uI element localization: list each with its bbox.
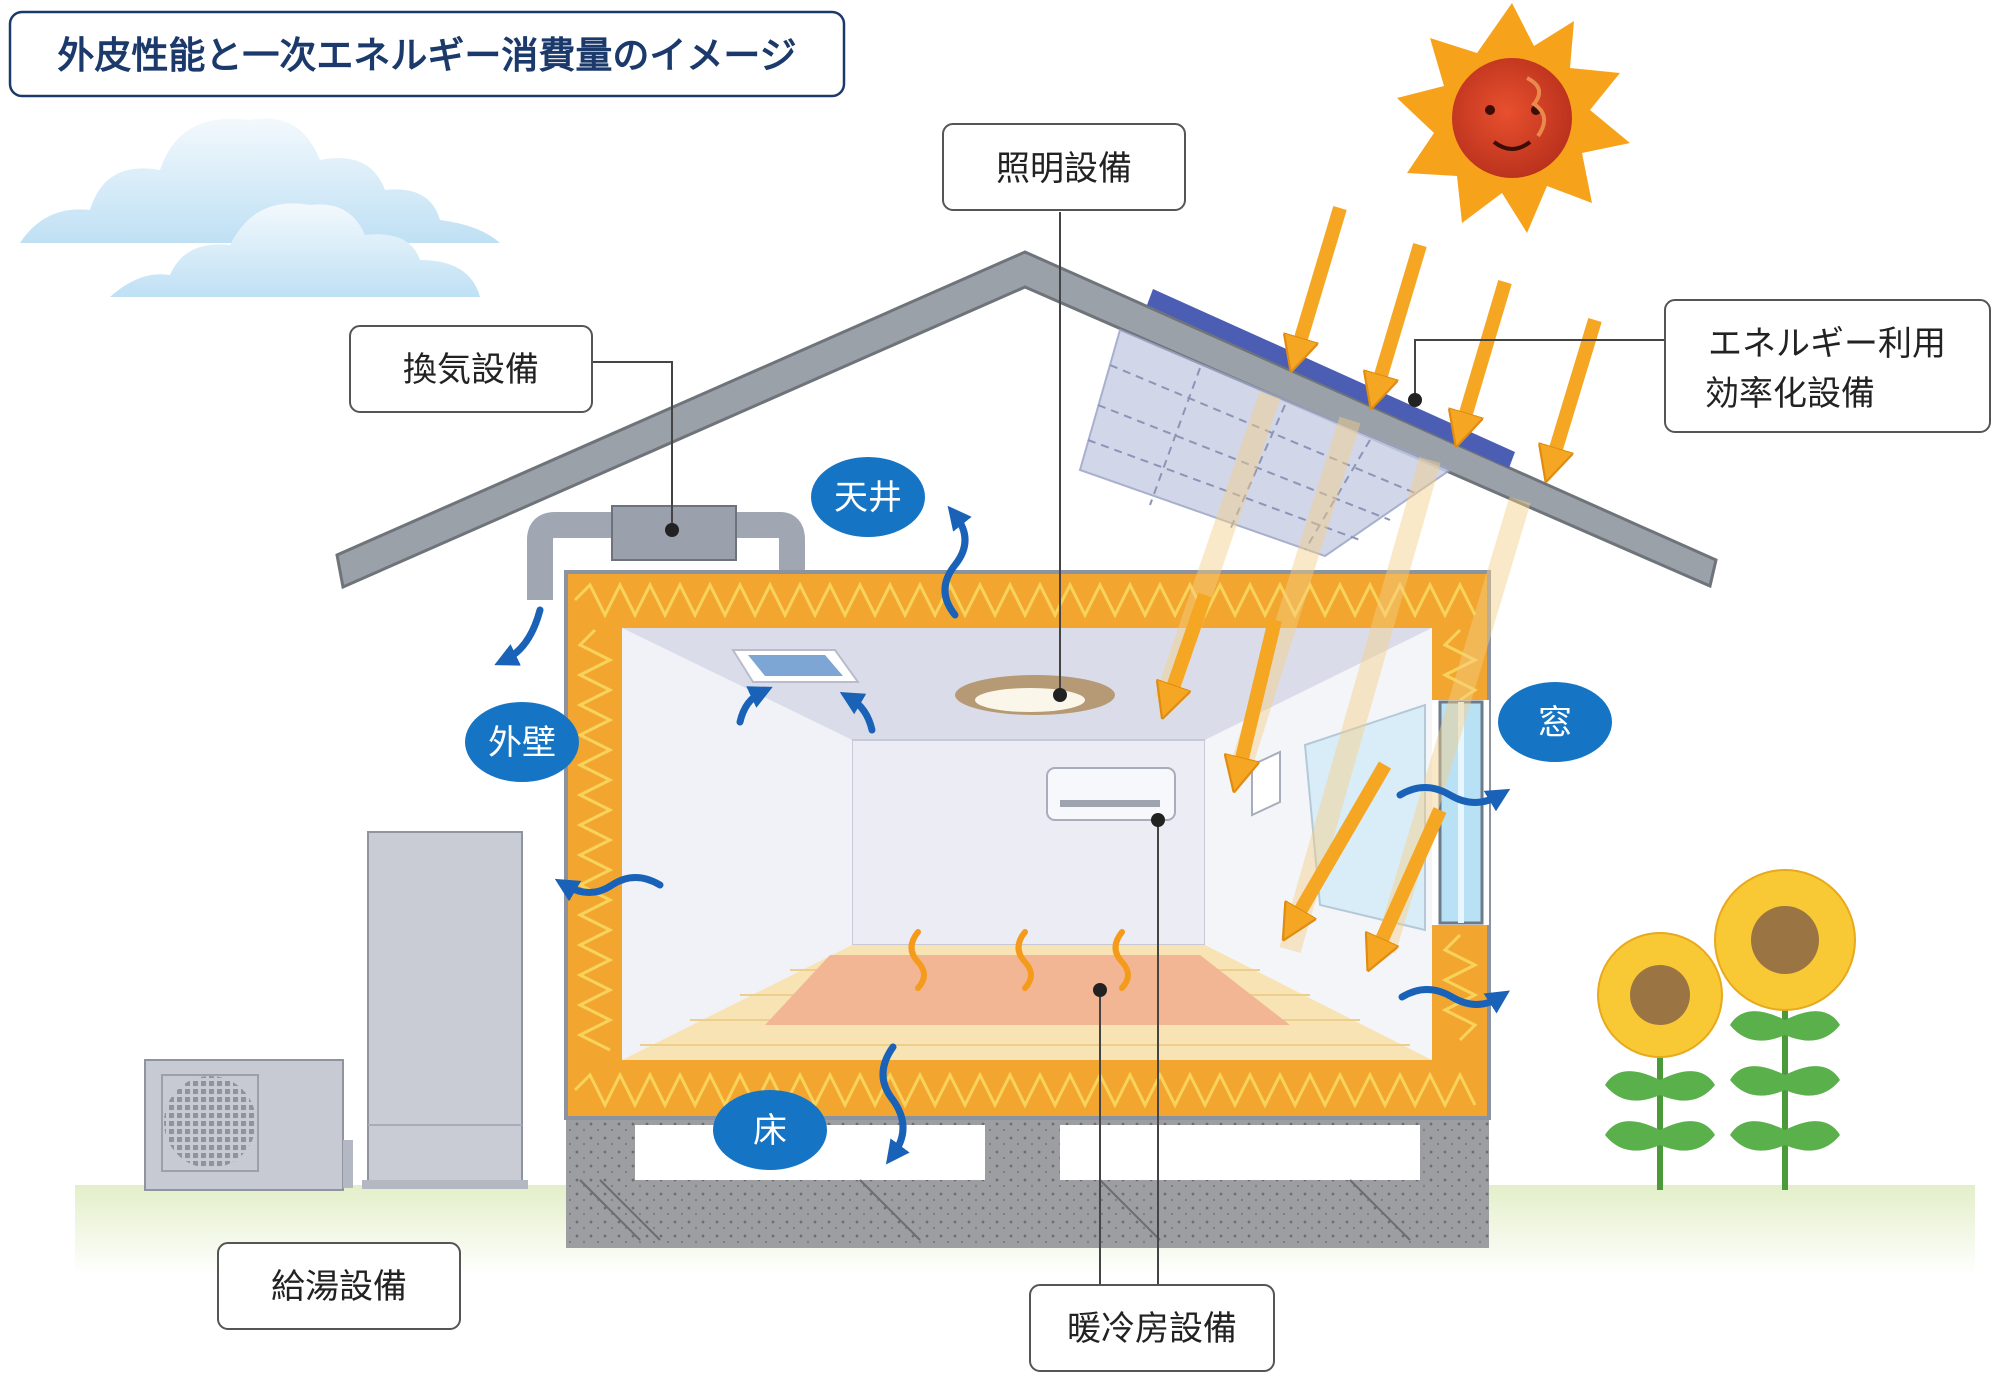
- badge-outer-wall: 外壁: [465, 702, 579, 782]
- outdoor-ac-unit: [144, 1059, 353, 1191]
- window-frame: [1432, 700, 1489, 925]
- label-lighting-text: 照明設備: [996, 149, 1132, 189]
- sun-rays: [1154, 205, 1602, 955]
- badge-ceiling: 天井: [811, 457, 925, 537]
- room-interior: [622, 628, 1432, 1060]
- label-energy-line2: 効率化設備: [1705, 374, 1875, 414]
- water-heater-tank: [362, 831, 528, 1189]
- label-hot-water-text: 給湯設備: [271, 1267, 407, 1307]
- label-hvac: 暖冷房設備: [1029, 1284, 1275, 1372]
- air-conditioner: [1046, 767, 1176, 821]
- label-ventilation: 換気設備: [349, 325, 593, 413]
- solar-panel-view: [1078, 328, 1453, 558]
- badge-floor: 床: [713, 1090, 827, 1170]
- heat-loss-arrows: [494, 505, 1511, 1165]
- label-ventilation-text: 換気設備: [403, 350, 539, 390]
- foundation: [566, 1118, 1489, 1248]
- label-energy-line1: エネルギー利用: [1708, 324, 1946, 364]
- badge-floor-text: 床: [753, 1111, 787, 1151]
- leader-dots: [665, 393, 1422, 997]
- label-hvac-text: 暖冷房設備: [1067, 1309, 1237, 1349]
- roof: [335, 250, 1718, 590]
- clouds: [20, 118, 500, 297]
- heat-waves: [908, 929, 1131, 991]
- window-pane-open: [1303, 703, 1426, 932]
- sun-icon: [1397, 3, 1630, 233]
- label-energy-efficiency: エネルギー利用 効率化設備: [1664, 299, 1991, 433]
- solar-panel: [1147, 289, 1515, 468]
- sunflowers: [1597, 869, 1856, 1190]
- badge-window: 窓: [1498, 682, 1612, 762]
- leader-lines: [592, 212, 1665, 1285]
- label-lighting: 照明設備: [942, 123, 1186, 211]
- badge-window-text: 窓: [1538, 703, 1572, 743]
- label-hot-water: 給湯設備: [217, 1242, 461, 1330]
- badge-outer-wall-text: 外壁: [488, 723, 556, 763]
- badge-ceiling-text: 天井: [834, 478, 902, 518]
- title-box: 外皮性能と一次エネルギー消費量のイメージ: [8, 10, 846, 98]
- page-title: 外皮性能と一次エネルギー消費量のイメージ: [57, 34, 796, 77]
